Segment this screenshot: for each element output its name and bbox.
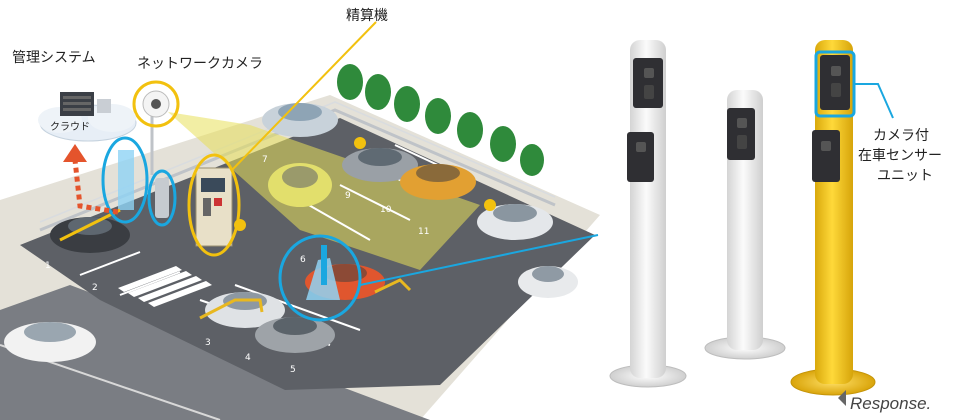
stall-number: 10 [380, 205, 392, 215]
camera-sensor-unit [820, 55, 850, 110]
payment-machine-highlight [187, 153, 241, 257]
barrier [199, 298, 264, 320]
car [268, 163, 332, 207]
camera-highlight [132, 80, 180, 128]
barrier [374, 278, 412, 294]
fence [39, 108, 556, 232]
parking-lot-scene: 1 2 3 4 5 6 7 8 9 10 11 [0, 8, 600, 420]
ticket-unit [147, 169, 177, 227]
cloud-label: クラウド [50, 121, 90, 133]
label-sensor-line2: 在車センサー [858, 147, 942, 164]
sensor-spot [354, 137, 366, 149]
payment-machine [187, 153, 241, 257]
camera-sensor-unit [627, 132, 654, 182]
stall-number: 9 [345, 191, 351, 201]
car [342, 148, 418, 182]
gate-unit [59, 136, 149, 242]
car [4, 322, 96, 362]
cloud-server: クラウド [38, 92, 137, 142]
stall-number: 11 [418, 227, 429, 237]
label-management-system: 管理システム [12, 50, 96, 66]
car [255, 317, 335, 353]
watermark: Response. [838, 390, 931, 413]
sensor-callout [359, 234, 599, 286]
upload-arrow-icon [63, 144, 119, 215]
sensor-spot [484, 199, 496, 211]
pole-yellow [790, 40, 894, 396]
pole-white-short [704, 90, 786, 360]
camera-sensor-unit [727, 108, 755, 160]
lot-sensor-highlight [278, 234, 362, 322]
server-icon [60, 92, 111, 116]
camera-sensor-unit [812, 130, 840, 182]
watermark-logo-mark [838, 390, 846, 406]
gate-highlight [101, 136, 149, 224]
car [50, 217, 130, 253]
stall-number: 2 [92, 283, 98, 293]
label-sensor-line3: ユニット [877, 168, 933, 184]
sensor-unit-callout [854, 83, 894, 119]
car [518, 266, 578, 298]
payment-machine-callout [231, 21, 377, 171]
car [262, 103, 338, 137]
watermark-text: Response. [850, 394, 931, 413]
stall-number: 5 [290, 365, 296, 375]
label-payment-machine: 精算機 [346, 8, 388, 24]
stall-number: 1 [45, 261, 51, 271]
stall-number: 3 [205, 338, 211, 348]
car [477, 204, 553, 240]
stall-number: 6 [300, 255, 306, 265]
fence-rail [39, 101, 556, 223]
car [400, 164, 476, 200]
crosswalk [118, 266, 212, 307]
sensor-poles: カメラ付 在車センサー ユニット [609, 40, 942, 396]
trees [337, 64, 544, 176]
label-network-camera: ネットワークカメラ [137, 56, 263, 72]
ticket-highlight [147, 169, 177, 227]
pole-white-tall [609, 40, 687, 388]
label-sensor-line1: カメラ付 [873, 128, 929, 144]
stall-number: 7 [262, 155, 268, 165]
stall-number: 4 [245, 353, 251, 363]
network-camera [132, 80, 180, 175]
lot-sensor [278, 234, 362, 322]
camera-sensor-unit [633, 58, 663, 108]
